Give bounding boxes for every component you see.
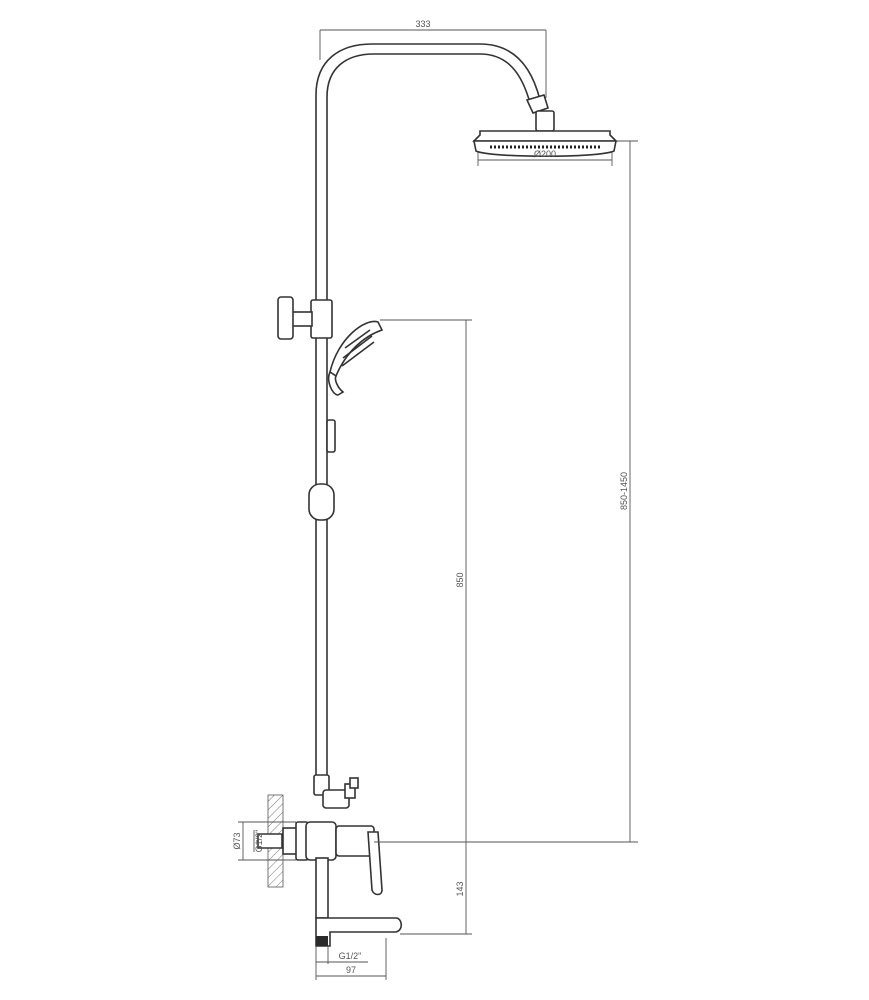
dim-head-diameter: Ø200 (477, 149, 613, 166)
diverter-knob (277, 296, 333, 340)
mixer-body (256, 821, 375, 861)
dim-wall-inlet: Ø73 G1/2" (232, 821, 296, 861)
lower-pipe (315, 857, 329, 919)
dim-spout-height: 143 (400, 881, 472, 935)
dim-spout-reach: G1/2" 97 (315, 938, 387, 980)
head-ball-joint (525, 94, 549, 114)
spout-outlet-thread (316, 936, 328, 946)
dim-spout-height-label: 143 (455, 881, 465, 896)
dim-rain-height-label: 850-1450 (619, 472, 629, 510)
rain-shower-head (472, 130, 618, 158)
head-connector (535, 110, 555, 132)
dim-outlet-thread-label: G1/2" (339, 951, 362, 961)
dim-wall-inlet-diameter-label: Ø73 (232, 832, 242, 849)
dim-top-width-label: 333 (415, 19, 430, 29)
bypass-valve (313, 774, 359, 809)
dim-rain-height: 850-1450 (374, 140, 638, 843)
dim-top-width: 333 (319, 19, 547, 98)
dim-hand-height: 850 (380, 319, 472, 934)
mixer-lever (367, 831, 383, 896)
hand-shower (327, 320, 384, 396)
bath-spout (315, 917, 403, 947)
slide-bracket (308, 483, 335, 521)
dim-wall-thread-label: G1/2" (254, 830, 264, 853)
riser-upper-inner (326, 53, 531, 300)
dim-spout-reach-label: 97 (346, 965, 356, 975)
slide-bar (315, 317, 328, 779)
dim-head-diameter-label: Ø200 (534, 149, 556, 159)
riser-upper (315, 43, 541, 300)
hand-shower-holder (326, 419, 336, 453)
dim-hand-height-label: 850 (455, 572, 465, 587)
